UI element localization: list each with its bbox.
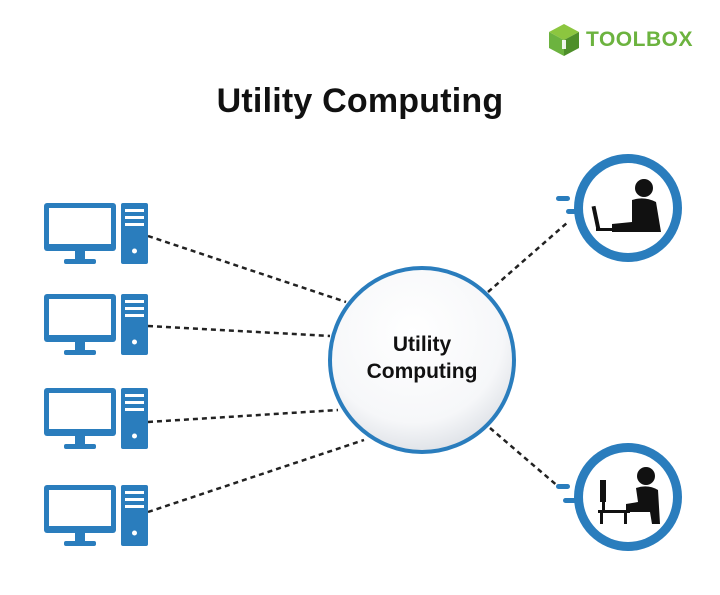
connector-client-3 [147, 408, 339, 424]
green-cube-icon [549, 24, 579, 56]
desktop-computer-icon [44, 485, 148, 546]
connector-user-2 [489, 427, 561, 489]
user-node-1 [556, 154, 682, 262]
connector-user-1 [487, 221, 569, 293]
utility-computing-hub [328, 266, 516, 454]
toolbox-logo: TOOLBOX [548, 22, 693, 58]
connector-client-4 [147, 438, 365, 514]
desktop-computer-icon [44, 294, 148, 355]
user-at-desktop-icon [598, 467, 660, 524]
hub-label-line-2: Computing [366, 360, 478, 383]
desktop-computer-icon [44, 203, 148, 264]
diagram-title: Utility Computing [216, 82, 504, 120]
brand-name: TOOLBOX [586, 28, 693, 51]
connector-client-2 [147, 324, 331, 338]
connector-lines [147, 221, 569, 514]
connector-client-1 [147, 234, 347, 304]
user-node-2 [556, 443, 682, 551]
desktop-computer-icon [44, 388, 148, 449]
hub-label: Utility Computing [330, 331, 514, 385]
hub-label-line-1: Utility [392, 333, 452, 356]
user-at-laptop-icon [591, 179, 661, 232]
